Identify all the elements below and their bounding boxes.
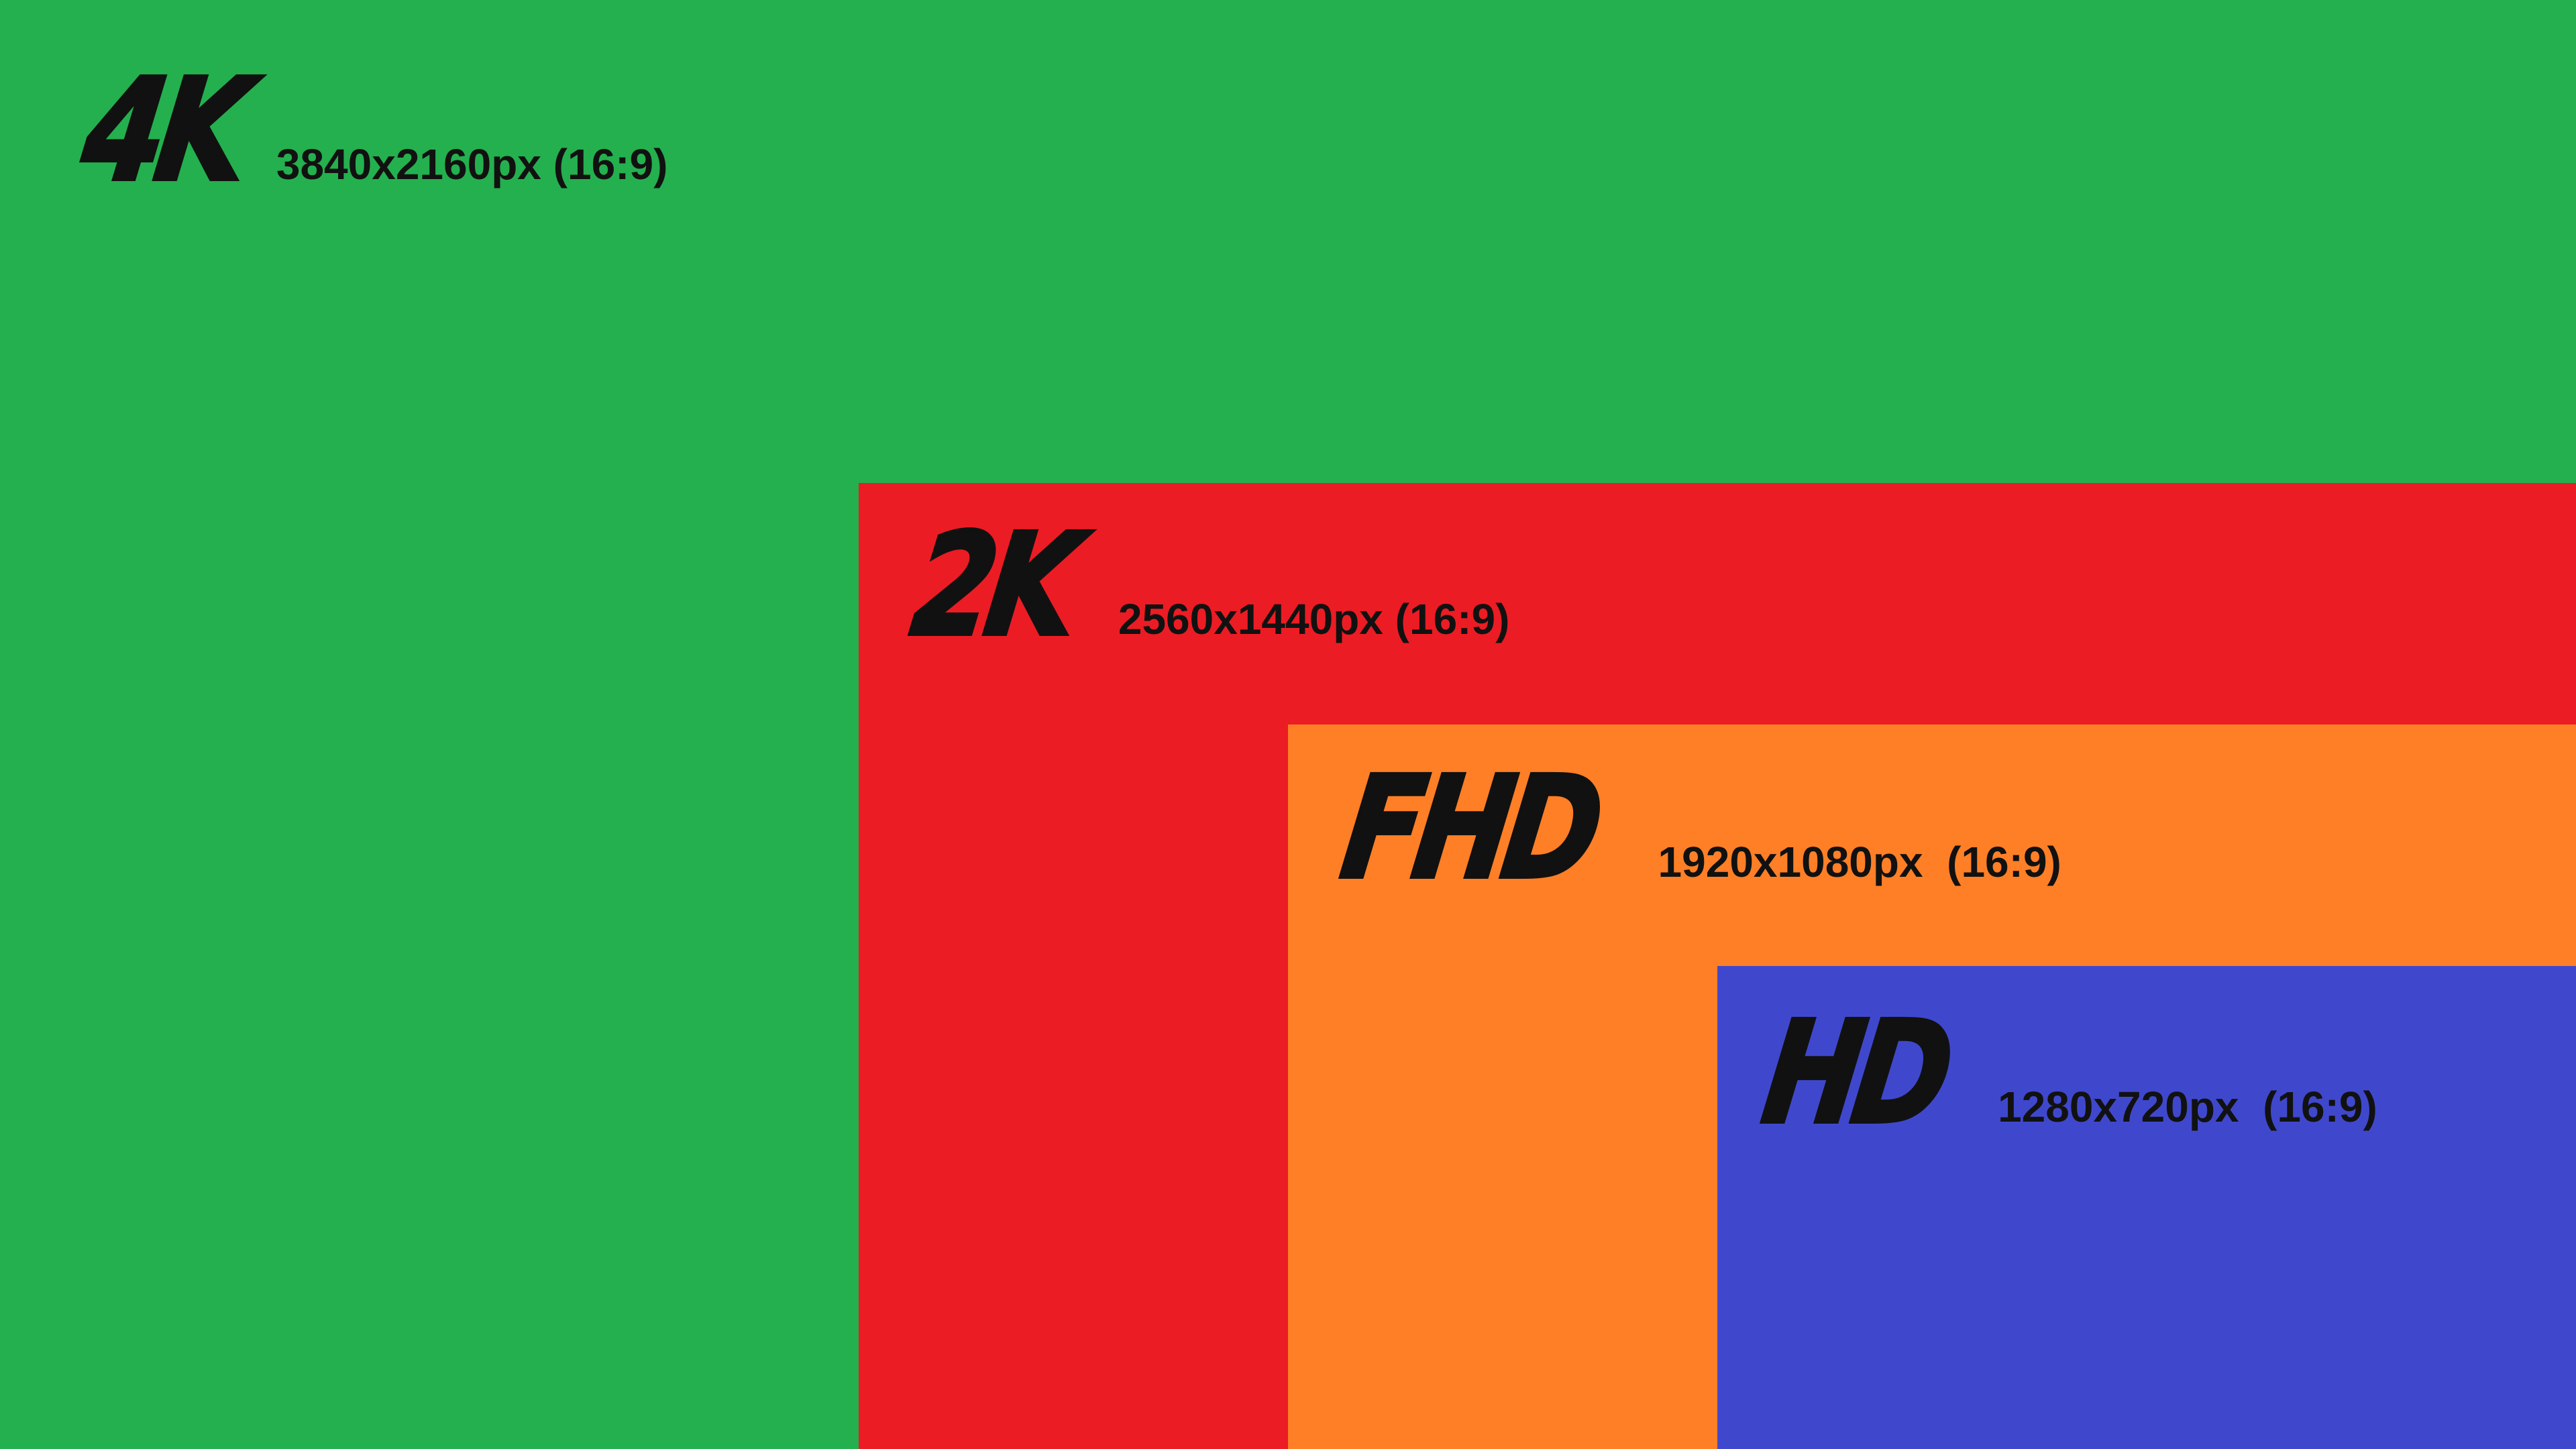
- region-hd: [1717, 966, 2576, 1449]
- resolution-name-fhd: FHD: [1332, 744, 1607, 912]
- label-2k: 2K 2560x1440px (16:9): [902, 501, 1510, 669]
- resolution-name-2k: 2K: [902, 501, 1083, 669]
- resolution-name-4k: 4K: [72, 46, 254, 214]
- resolution-dimensions-hd: 1280x720px (16:9): [1998, 1083, 2377, 1131]
- label-4k: 4K 3840x2160px (16:9): [72, 46, 668, 214]
- resolution-dimensions-2k: 2560x1440px (16:9): [1118, 595, 1510, 643]
- resolution-dimensions-4k: 3840x2160px (16:9): [276, 140, 668, 189]
- resolution-dimensions-fhd: 1920x1080px (16:9): [1658, 838, 2061, 886]
- label-fhd: FHD 1920x1080px (16:9): [1332, 744, 2061, 912]
- label-hd: HD 1280x720px (16:9): [1753, 989, 2377, 1157]
- resolution-name-hd: HD: [1753, 989, 1957, 1157]
